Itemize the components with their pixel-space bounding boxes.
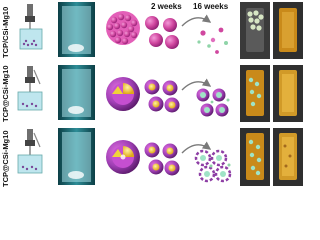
schematic-svg xyxy=(17,2,303,186)
time-label-2-weeks: 2 weeks xyxy=(151,2,182,11)
jar-photo xyxy=(58,65,95,120)
ct-image-16wk xyxy=(273,128,303,186)
row-1 xyxy=(19,2,303,59)
hollow-core-sphere-cutaway xyxy=(106,140,140,174)
ct-image-16wk xyxy=(273,65,303,122)
degradation-arrow xyxy=(181,14,212,27)
row-label-3: TCP@CSi-Mg10 xyxy=(1,130,10,187)
figure-canvas: TCP/CSi-Mg10 TCP@CSi-Mg10 TCP@CSi-Mg10 2… xyxy=(1,2,303,187)
jar-photo xyxy=(58,128,95,185)
hollow-cluster-2wk xyxy=(144,142,180,176)
jar-photo xyxy=(58,2,95,57)
ct-image-2wk xyxy=(240,128,270,186)
microsphere-cluster-2wk xyxy=(145,16,179,49)
ct-image-2wk xyxy=(240,65,270,122)
fragments-16wk xyxy=(197,27,228,54)
degradation-arrow xyxy=(181,141,212,154)
porous-cluster-16wk xyxy=(194,149,232,183)
coaxial-syringe-icon xyxy=(17,129,43,174)
row-2 xyxy=(17,65,303,122)
ct-image-16wk xyxy=(273,2,303,59)
core-shell-cluster-2wk xyxy=(144,79,180,113)
ct-image-2wk xyxy=(240,2,270,59)
core-shell-sphere-cutaway xyxy=(106,77,140,111)
coaxial-syringe-icon xyxy=(17,66,43,111)
degradation-arrow xyxy=(181,78,212,91)
row-label-1: TCP/CSi-Mg10 xyxy=(1,6,10,58)
degraded-cluster-16wk xyxy=(196,88,230,117)
syringe-icon xyxy=(19,4,43,50)
row-label-2: TCP@CSi-Mg10 xyxy=(1,65,10,122)
microsphere-aggregate xyxy=(106,11,140,45)
row-3 xyxy=(17,128,303,186)
time-label-16-weeks: 16 weeks xyxy=(193,2,229,11)
